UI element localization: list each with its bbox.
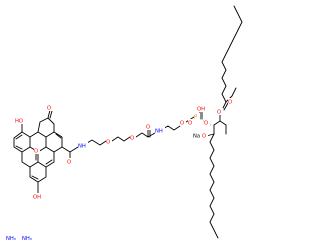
na-o-label: O [202, 134, 206, 140]
oh-bottom-label: OH [33, 195, 41, 201]
amide-nh-2-label: NH [155, 129, 163, 135]
ammonia-2-label: NH₃ [22, 236, 32, 242]
amide-o-label: O [67, 160, 71, 166]
peg-linker [83, 116, 195, 146]
ho-top-label: HO [15, 119, 23, 125]
ester-carbonyl-o-label: O [228, 100, 232, 106]
ether-o-2-label: O [130, 136, 134, 142]
na-atom-label: Na [193, 134, 200, 140]
molecule-structure: HO OH O O NH O O O O NH O P OH O O O O [6, 5, 243, 242]
ammonia-1-label: NH₃ [6, 236, 16, 242]
phosphorus-label: P [194, 115, 197, 121]
counterions: NH₃ NH₃ [6, 236, 32, 242]
carbonyl-o-label: O [47, 106, 51, 112]
xanthene-o-label: O [34, 149, 38, 155]
phosphate-o-double-label: O [188, 121, 192, 127]
fluorescein-core [13, 109, 79, 196]
lower-alkyl-chain [205, 133, 219, 239]
phosphate-o-link-label: O [180, 121, 184, 127]
atom-labels: HO OH O O NH O O O O NH O P OH O O O O [15, 98, 234, 201]
upper-acyl-chain [221, 5, 243, 111]
amide-nh-1-label: NH [78, 144, 86, 150]
phosphate-o-glyc-label: O [204, 121, 208, 127]
phosphate-oh-label: OH [197, 107, 205, 113]
ether-o-1-label: O [106, 140, 110, 146]
glycerol-ester-o-label: O [217, 110, 221, 116]
carbamate-o-label: O [146, 125, 150, 131]
